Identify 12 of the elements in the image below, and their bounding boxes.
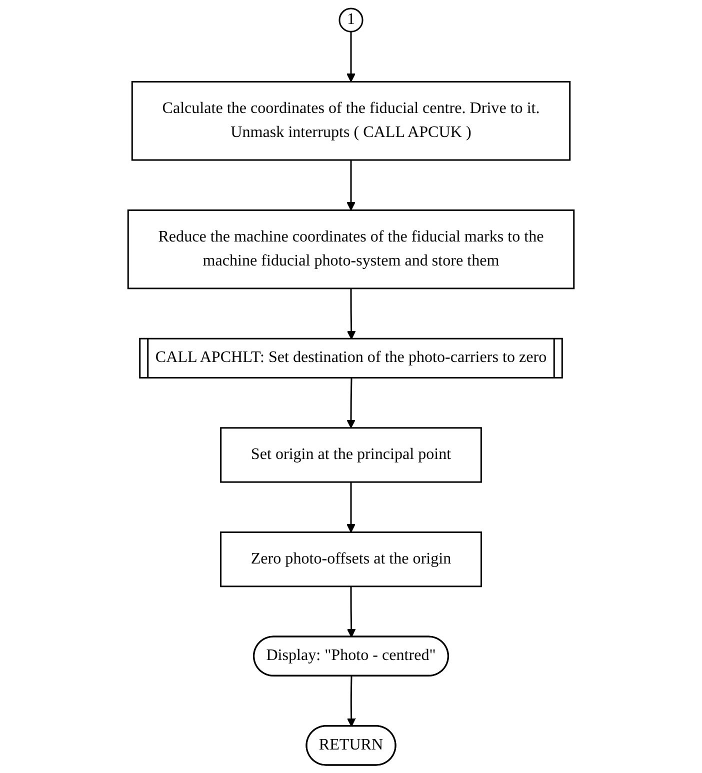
node-box: Set origin at the principal point [220,427,482,483]
node-box: Calculate the coordinates of the fiducial centre. Drive to it. Unmask interrupts ( CALL APCUK ) [131,81,571,161]
arrow [346,288,356,340]
arrow [346,32,356,82]
arrow [346,586,356,638]
node-box: Zero photo-offsets at the origin [220,531,482,588]
arrow [346,482,356,533]
node-circle: 1 [338,8,364,32]
node-box: Reduce the machine coordinates of the fiducial marks to the machine fiducial photo-system and store them [127,209,575,290]
arrow [346,160,356,211]
arrow [346,378,356,428]
arrow [346,676,356,727]
